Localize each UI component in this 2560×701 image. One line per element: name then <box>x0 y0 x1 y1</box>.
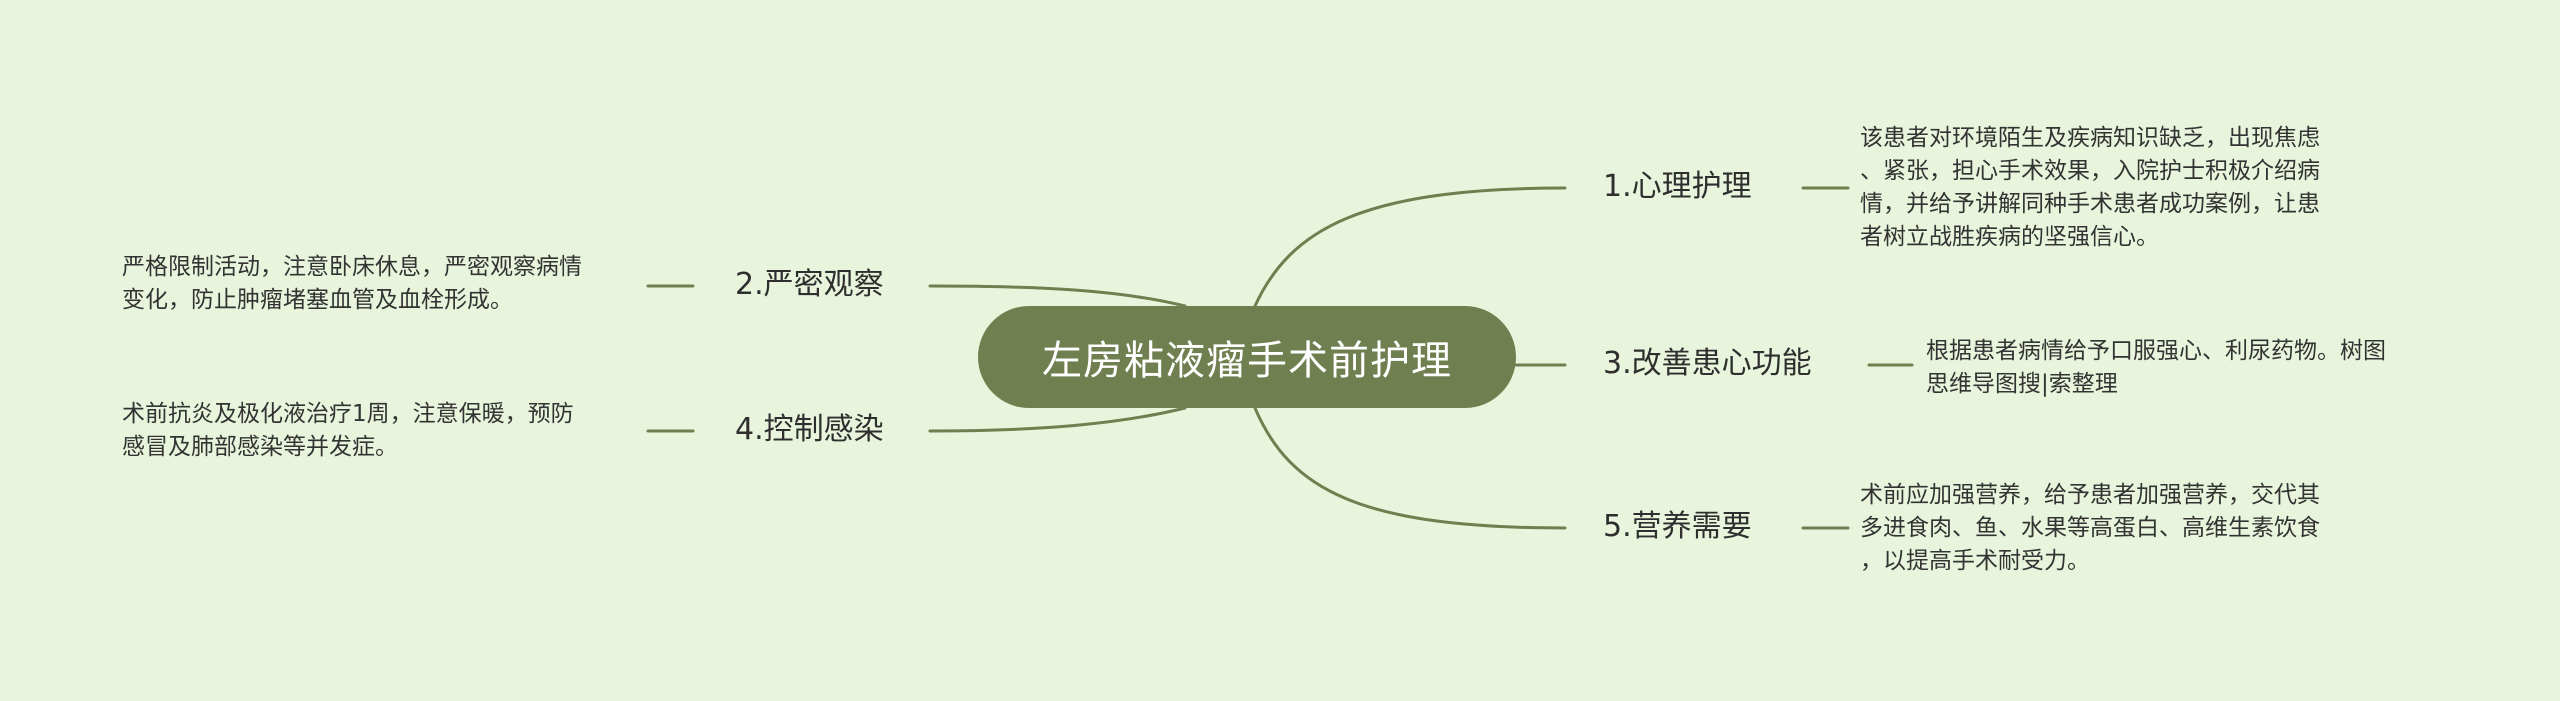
leaf-text-line: 严格限制活动，注意卧床休息，严密观察病情 <box>122 254 582 280</box>
branch-label: 5.营养需要 <box>1603 509 1752 544</box>
leaf-text-line: 、紧张，担心手术效果，入院护士积极介绍病 <box>1860 158 2320 184</box>
connector-center-b5 <box>1253 406 1567 530</box>
connector-center-b2 <box>928 284 1187 308</box>
connector-center-b4 <box>928 406 1187 433</box>
leaf-close-observation[interactable]: 严格限制活动，注意卧床休息，严密观察病情 变化，防止肿瘤堵塞血管及血栓形成。 <box>122 251 582 317</box>
connector-center-b1 <box>1253 186 1567 308</box>
leaf-text-line: 术前抗炎及极化液治疗1周，注意保暖，预防 <box>122 401 574 427</box>
leaf-text-line: 根据患者病情给予口服强心、利尿药物。树图 <box>1926 338 2386 364</box>
branch-label: 3.改善患心功能 <box>1603 346 1812 381</box>
central-topic-label: 左房粘液瘤手术前护理 <box>1042 338 1452 384</box>
leaf-text-line: 该患者对环境陌生及疾病知识缺乏，出现焦虑 <box>1860 125 2320 151</box>
leaf-improve-heart-function[interactable]: 根据患者病情给予口服强心、利尿药物。树图 思维导图搜|索整理 <box>1926 335 2386 401</box>
branch-label: 1.心理护理 <box>1603 169 1752 204</box>
branch-infection-control[interactable]: 4.控制感染 <box>735 415 884 445</box>
leaf-infection-control[interactable]: 术前抗炎及极化液治疗1周，注意保暖，预防 感冒及肺部感染等并发症。 <box>122 398 574 464</box>
branch-nutrition[interactable]: 5.营养需要 <box>1603 512 1752 542</box>
central-topic[interactable]: 左房粘液瘤手术前护理 <box>978 306 1516 408</box>
leaf-text-line: 思维导图搜|索整理 <box>1926 371 2118 397</box>
leaf-text-line: 感冒及肺部感染等并发症。 <box>122 434 398 460</box>
leaf-nutrition[interactable]: 术前应加强营养，给予患者加强营养，交代其 多进食肉、鱼、水果等高蛋白、高维生素饮… <box>1860 479 2320 578</box>
leaf-text-line: ，以提高手术耐受力。 <box>1860 548 2090 574</box>
leaf-psychological-care[interactable]: 该患者对环境陌生及疾病知识缺乏，出现焦虑 、紧张，担心手术效果，入院护士积极介绍… <box>1860 122 2320 254</box>
branch-improve-heart-function[interactable]: 3.改善患心功能 <box>1603 349 1812 379</box>
branch-label: 2.严密观察 <box>735 267 884 302</box>
leaf-text-line: 变化，防止肿瘤堵塞血管及血栓形成。 <box>122 287 513 313</box>
leaf-text-line: 者树立战胜疾病的坚强信心。 <box>1860 224 2159 250</box>
branch-label: 4.控制感染 <box>735 412 884 447</box>
branch-close-observation[interactable]: 2.严密观察 <box>735 270 884 300</box>
leaf-text-line: 情，并给予讲解同种手术患者成功案例，让患 <box>1860 191 2320 217</box>
leaf-text-line: 术前应加强营养，给予患者加强营养，交代其 <box>1860 482 2320 508</box>
leaf-text-line: 多进食肉、鱼、水果等高蛋白、高维生素饮食 <box>1860 515 2320 541</box>
branch-psychological-care[interactable]: 1.心理护理 <box>1603 172 1752 202</box>
